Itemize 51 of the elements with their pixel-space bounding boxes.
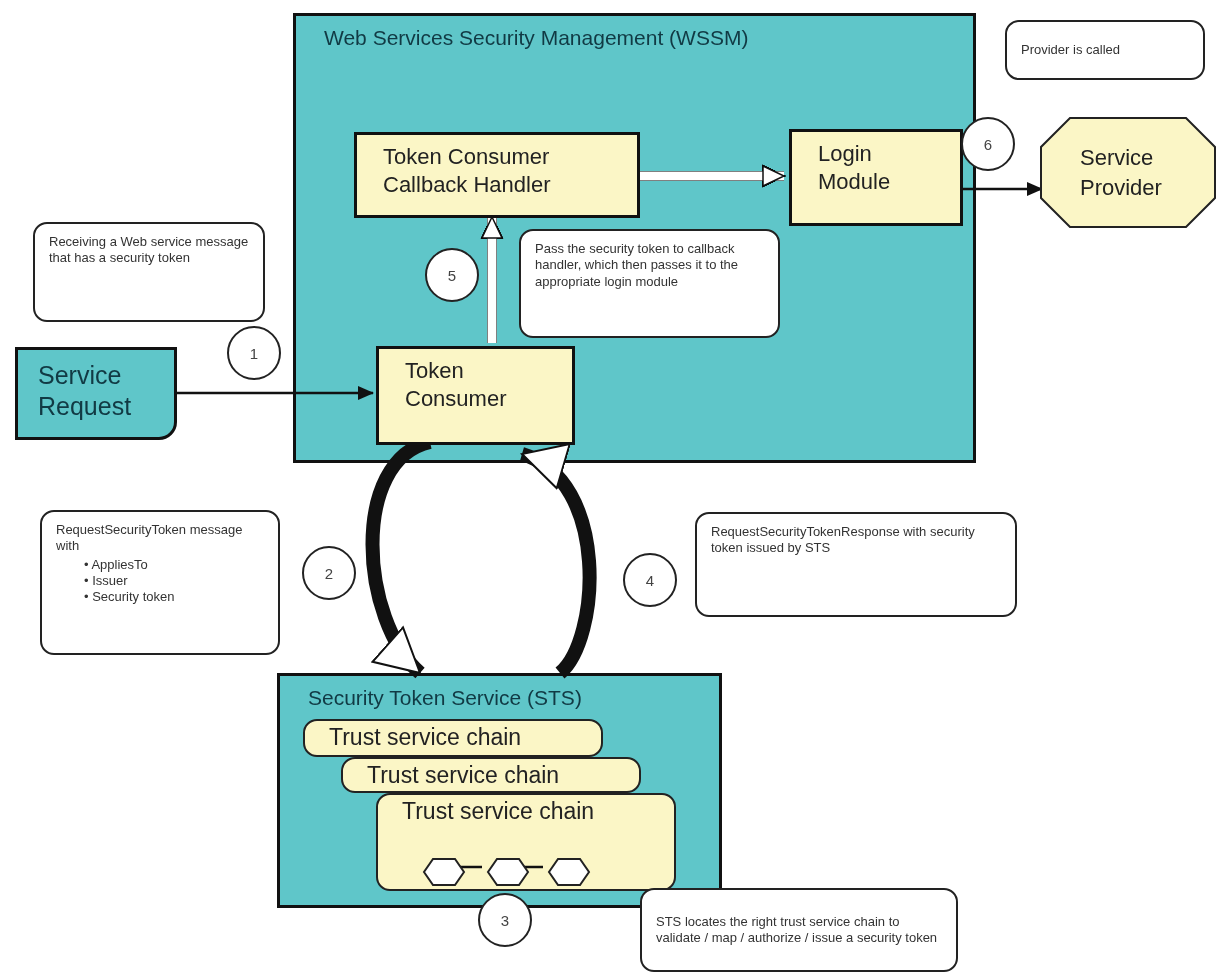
box-label: Token Consumer	[405, 358, 507, 411]
block-arrow	[638, 165, 785, 187]
arrow	[177, 386, 374, 400]
chain-card	[303, 719, 603, 757]
chain-label: Trust service chain	[367, 762, 560, 788]
note-text: Pass the security token to callback handler, which then passes it to the appropriate login module	[535, 241, 740, 290]
block-arrow	[481, 216, 503, 343]
chain-card	[341, 757, 641, 793]
callout-note	[1005, 20, 1205, 80]
process-box	[354, 132, 640, 218]
octagon-node	[1040, 117, 1216, 228]
step-number: 2	[302, 546, 356, 600]
hexagon-shape	[423, 858, 465, 886]
step-number: 5	[425, 248, 479, 302]
step-number: 3	[478, 893, 532, 947]
bullet-item: • AppliesTo	[84, 556, 149, 573]
chain-card	[376, 793, 676, 891]
process-box	[789, 129, 963, 226]
note-text: STS locates the right trust service chain to validate / map / authorize / issue a security token	[656, 913, 939, 947]
bullet-item: • Security token	[84, 589, 176, 606]
callout-note	[33, 222, 265, 322]
callout-note	[519, 229, 780, 338]
step-number: 6	[961, 117, 1015, 171]
chain-label: Trust service chain	[329, 724, 522, 750]
box-label: Token Consumer Callback Handler	[383, 144, 551, 197]
process-box	[376, 346, 575, 445]
callout-note	[695, 512, 1017, 617]
box-label: Service Provider	[1080, 143, 1163, 202]
callout-note	[640, 888, 958, 972]
connector-line	[524, 865, 543, 869]
arrow	[960, 182, 1043, 196]
note-text: Receiving a Web service message that has a security token	[49, 234, 249, 267]
box-label: Login Module	[818, 141, 891, 194]
container-panel	[277, 673, 722, 908]
panel-title: Security Token Service (STS)	[308, 686, 582, 710]
note-text: RequestSecurityTokenResponse with security token issued by STS	[711, 524, 976, 557]
step-number: 4	[623, 553, 677, 607]
hexagon-shape	[548, 858, 590, 886]
step-number: 1	[227, 326, 281, 380]
panel-title: Web Services Security Management (WSSM)	[324, 26, 749, 50]
callout-note	[40, 510, 280, 655]
bullet-item: • Issuer	[84, 572, 129, 589]
chain-label: Trust service chain	[402, 798, 595, 824]
note-text: RequestSecurityToken message with	[56, 522, 244, 555]
connector-line	[460, 865, 482, 869]
hexagon-shape	[487, 858, 529, 886]
container-panel	[293, 13, 976, 463]
document-node	[15, 347, 177, 440]
note-text: Provider is called	[1021, 41, 1121, 59]
box-label: Service Request	[38, 361, 132, 421]
block-arrow	[519, 447, 597, 678]
